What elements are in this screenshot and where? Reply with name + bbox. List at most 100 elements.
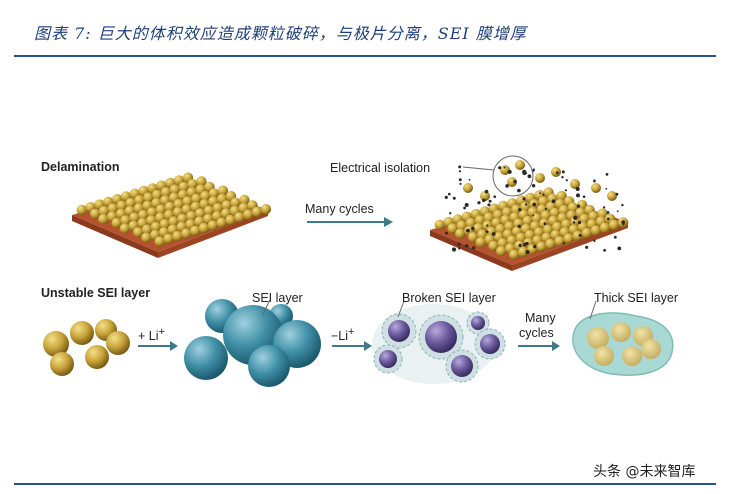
debris-fragment — [505, 184, 509, 188]
broken-sei-particles — [372, 304, 506, 384]
isolated-particle — [551, 167, 561, 177]
active-particle — [554, 236, 565, 247]
electrical-isolation-label: Electrical isolation — [330, 161, 431, 175]
active-particle — [169, 184, 180, 195]
debris-fragment — [451, 247, 457, 252]
active-particle — [221, 200, 232, 211]
active-particle — [212, 202, 223, 214]
active-particle — [483, 212, 495, 223]
debris-fragment — [606, 211, 610, 214]
unstable-sei-label: Unstable SEI layer — [41, 286, 151, 300]
debris-fragment — [444, 195, 448, 199]
active-particle — [477, 229, 488, 240]
debris-fragment — [531, 184, 536, 188]
active-particle — [538, 196, 549, 207]
debris-fragment — [507, 169, 512, 174]
active-particle — [194, 208, 206, 219]
active-particle — [260, 204, 272, 215]
active-particle — [177, 213, 188, 224]
active-particle — [434, 219, 445, 230]
many-cycles-label-bottom-2: cycles — [519, 326, 554, 340]
debris-fragment — [471, 226, 475, 231]
active-particle — [545, 238, 556, 250]
active-particle — [168, 216, 179, 227]
active-particle — [520, 201, 531, 213]
debris-fragment — [518, 208, 522, 212]
active-particle — [515, 232, 527, 243]
debris-fragment — [561, 170, 565, 174]
isolation-highlight-circle — [492, 155, 534, 197]
isolated-particle — [535, 173, 545, 183]
debris-fragment — [533, 244, 537, 249]
debris-fragment — [544, 207, 548, 210]
debris-fragment — [573, 215, 578, 220]
debris-fragment — [498, 166, 502, 170]
active-particle — [597, 208, 608, 219]
thick-sei-particles — [572, 312, 674, 376]
active-particle — [159, 219, 170, 230]
active-particle — [474, 215, 486, 226]
debris-fragment — [622, 223, 625, 226]
active-particle — [518, 246, 529, 258]
active-particle — [150, 221, 162, 233]
active-particle — [98, 205, 110, 217]
isolated-particle — [515, 160, 525, 170]
debris-fragment — [448, 192, 451, 196]
isolated-particle — [463, 183, 473, 193]
debris-fragment — [582, 195, 586, 198]
watermark: 头条 @未来智库 — [593, 464, 696, 480]
debris-fragment — [449, 212, 452, 215]
active-particle — [208, 188, 220, 199]
active-particle — [542, 224, 554, 235]
active-particle — [590, 225, 601, 236]
active-particle — [182, 196, 193, 207]
thick-sei-label: Thick SEI layer — [594, 291, 679, 305]
sei-layer-leader — [261, 299, 271, 317]
minus-li-label: −Li+ — [331, 326, 355, 344]
active-particle — [524, 229, 536, 241]
active-particle — [173, 199, 184, 210]
delithiation-arrow — [332, 341, 372, 351]
debris-fragment — [464, 244, 469, 248]
active-particle — [191, 193, 202, 204]
debris-fragment — [523, 242, 527, 247]
active-particle — [120, 215, 131, 226]
debris-fragment — [607, 217, 610, 221]
active-particle — [155, 204, 167, 215]
active-particle — [225, 214, 236, 226]
active-particle — [567, 202, 579, 213]
debris-fragment — [602, 206, 606, 209]
active-particle — [178, 181, 189, 193]
active-particle — [154, 236, 165, 247]
isolation-leader-line — [462, 166, 495, 171]
active-particle — [455, 228, 466, 239]
active-particle — [207, 220, 218, 231]
debris-fragment — [593, 179, 596, 183]
active-particle — [495, 223, 506, 235]
debris-fragment — [525, 250, 530, 254]
active-particle — [556, 190, 567, 202]
active-particle — [467, 232, 479, 243]
active-particle — [243, 209, 254, 220]
bottom-divider — [14, 483, 716, 485]
broken-sei-label: Broken SEI layer — [402, 291, 496, 305]
active-particle — [163, 233, 174, 244]
active-particle — [141, 232, 152, 243]
debris-fragment — [565, 179, 568, 182]
debris-fragment — [621, 203, 624, 207]
delamination-label: Delamination — [41, 160, 120, 174]
debris-fragment — [613, 235, 617, 239]
debris-fragment — [532, 202, 537, 207]
debris-fragment — [616, 210, 619, 213]
active-particle — [90, 208, 101, 219]
active-particle — [134, 195, 145, 206]
debris-fragment — [468, 178, 471, 181]
active-particle — [558, 205, 570, 216]
active-particle — [572, 230, 583, 241]
debris-fragment — [466, 228, 470, 233]
active-particle — [138, 209, 149, 221]
debris-fragment — [532, 214, 535, 217]
active-particle — [608, 219, 620, 231]
active-particle — [141, 224, 153, 235]
